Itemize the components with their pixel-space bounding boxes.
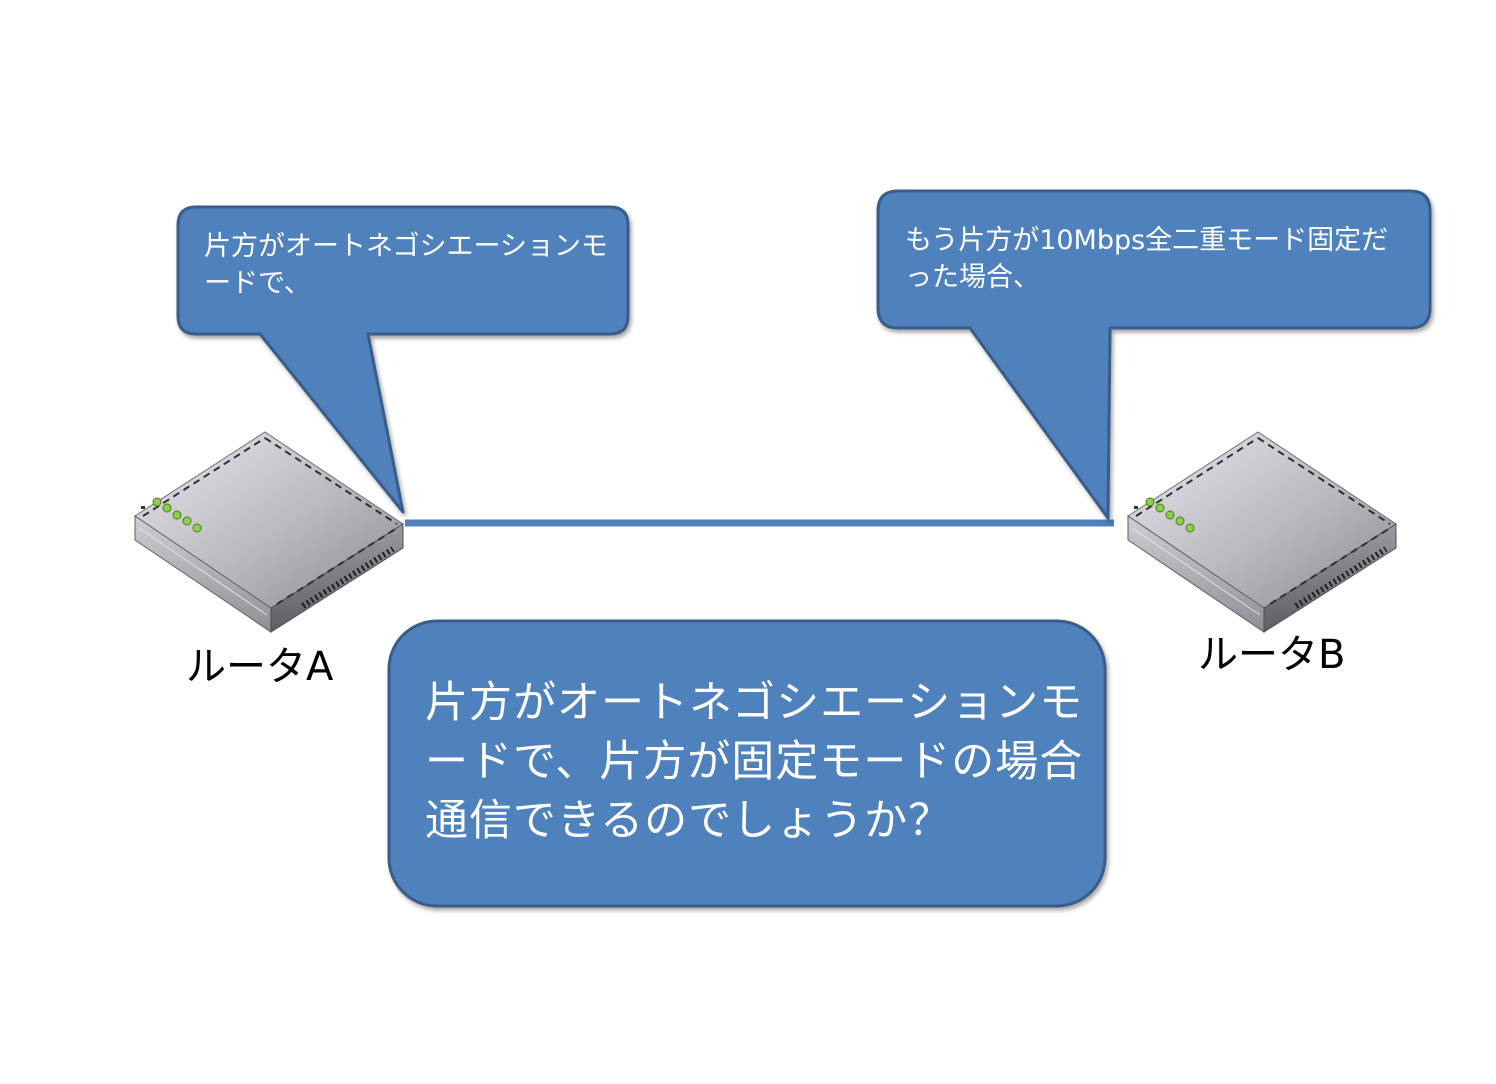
router-b-label: ルータB xyxy=(1198,632,1346,678)
callout-router-a-text: 片方がオートネゴシエーションモードで、 xyxy=(204,231,608,299)
router-a-label: ルータA xyxy=(186,644,334,690)
question-box xyxy=(387,619,1107,908)
router-b-icon xyxy=(1128,432,1396,632)
callout-router-a xyxy=(176,205,630,514)
callout-router-b-text: もう片方が10Mbps全二重モード固定だった場合、 xyxy=(905,225,1389,293)
callout-router-b xyxy=(876,189,1432,520)
question-text: 片方がオートネゴシエーションモードで、片方が固定モードの場合通信できるのでしょう… xyxy=(425,678,1084,846)
